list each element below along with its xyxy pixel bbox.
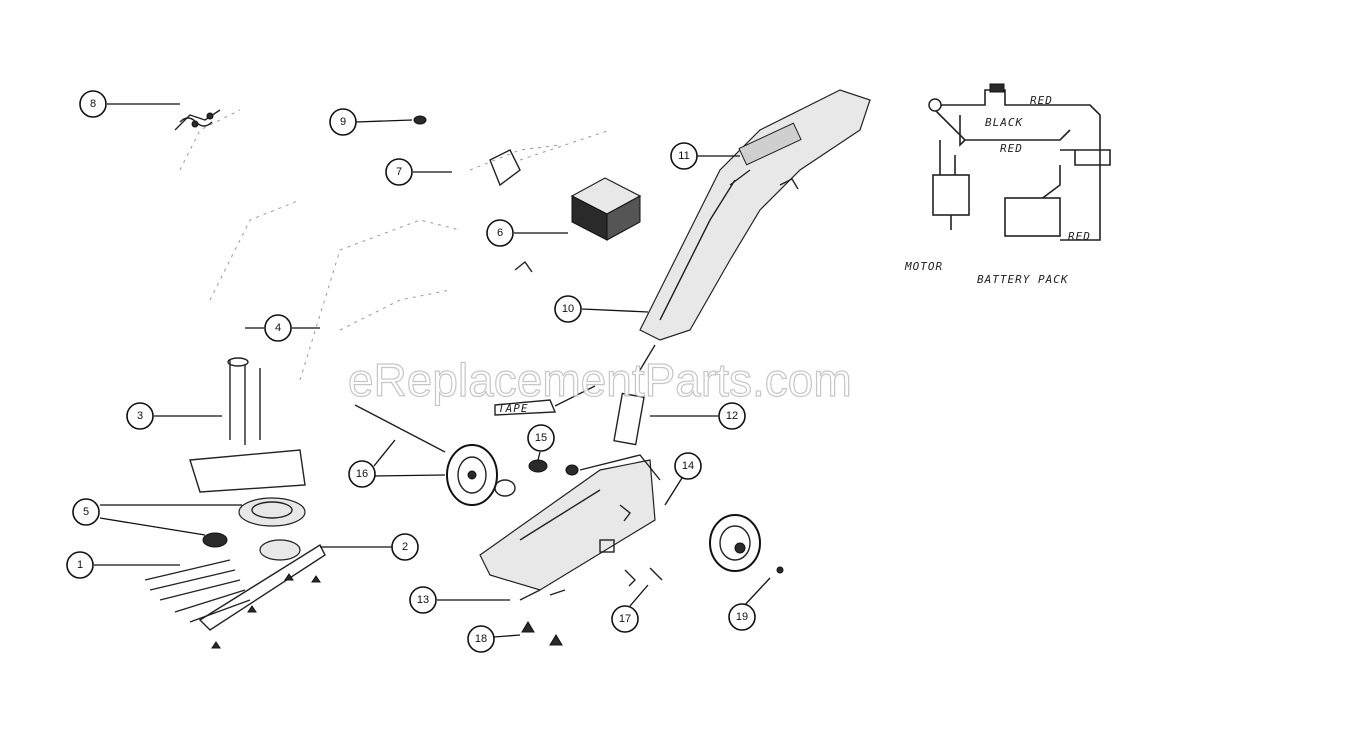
callout-15: 15 [527,424,555,452]
svg-text:16: 16 [356,468,368,480]
callout-9: 9 [329,108,357,136]
svg-text:3: 3 [137,410,143,422]
part-9-screw [413,115,427,125]
callout-11: 11 [670,142,698,170]
callout-1: 1 [66,551,94,579]
motor-label: MOTOR [904,260,943,273]
callout-16: 16 [348,460,376,488]
svg-text:14: 14 [682,460,694,472]
svg-text:7: 7 [396,166,402,178]
callout-3: 3 [126,402,154,430]
svg-text:11: 11 [678,150,689,162]
part-15-bracket [528,459,579,476]
callout-6: 6 [486,219,514,247]
svg-text:6: 6 [497,227,503,239]
callout-4: 4 [264,314,292,342]
watermark-text: eReplacementParts.com [348,354,852,406]
callout-12: 12 [718,402,746,430]
callout-7: 7 [385,158,413,186]
wire-label-red-top: RED [1030,94,1053,107]
part-18-feet [521,621,563,646]
callout-10: 10 [554,295,582,323]
callout-18: 18 [467,625,495,653]
faint-sketch-lines [179,109,611,381]
svg-text:2: 2 [402,541,408,553]
wire-label-red-bottom: RED [1068,230,1091,243]
part-13-pin [519,589,566,601]
wire-label-black: BLACK [985,116,1023,129]
part-19-wheel [709,514,784,574]
svg-text:15: 15 [535,432,547,444]
callout-5: 5 [72,498,100,526]
callout-14: 14 [674,452,702,480]
leader-lines [94,103,771,638]
part-1-blades [144,559,321,649]
svg-text:8: 8 [90,98,96,110]
battery-pack-label: BATTERY PACK [977,273,1069,286]
part-7-bracket [489,149,521,187]
svg-text:5: 5 [83,506,89,518]
callout-8: 8 [79,90,107,118]
part-16-axle-wheel [354,404,516,506]
svg-text:1: 1 [77,559,83,571]
svg-text:17: 17 [619,613,631,625]
part-5-gears [202,497,306,548]
svg-text:13: 13 [417,594,429,606]
svg-text:19: 19 [736,611,748,623]
tag-label: TAPE [498,402,529,415]
svg-text:4: 4 [275,322,281,334]
part-8-clips [174,109,221,131]
tape-tag: TAPE [494,385,596,416]
part-12-shaft [613,344,656,446]
callout-13: 13 [409,586,437,614]
part-2-plate [198,539,326,631]
svg-text:18: 18 [475,633,487,645]
callout-17: 17 [611,605,639,633]
callout-19: 19 [728,603,756,631]
wiring-diagram: RED BLACK RED RED MOTOR BATTERY PACK [904,83,1111,286]
part-6-battery-block [514,177,642,273]
wire-label-red-mid: RED [1000,142,1023,155]
svg-text:12: 12 [726,410,738,422]
svg-text:10: 10 [562,303,574,315]
part-3-housing [189,357,306,493]
callouts: 1 2 3 4 5 6 7 8 9 10 11 12 13 14 15 16 1… [66,90,756,653]
part-10-11-handle [639,89,871,341]
part-17-clips [624,567,663,587]
callout-2: 2 [391,533,419,561]
svg-text:9: 9 [340,116,346,128]
part-14-deck [479,454,661,591]
